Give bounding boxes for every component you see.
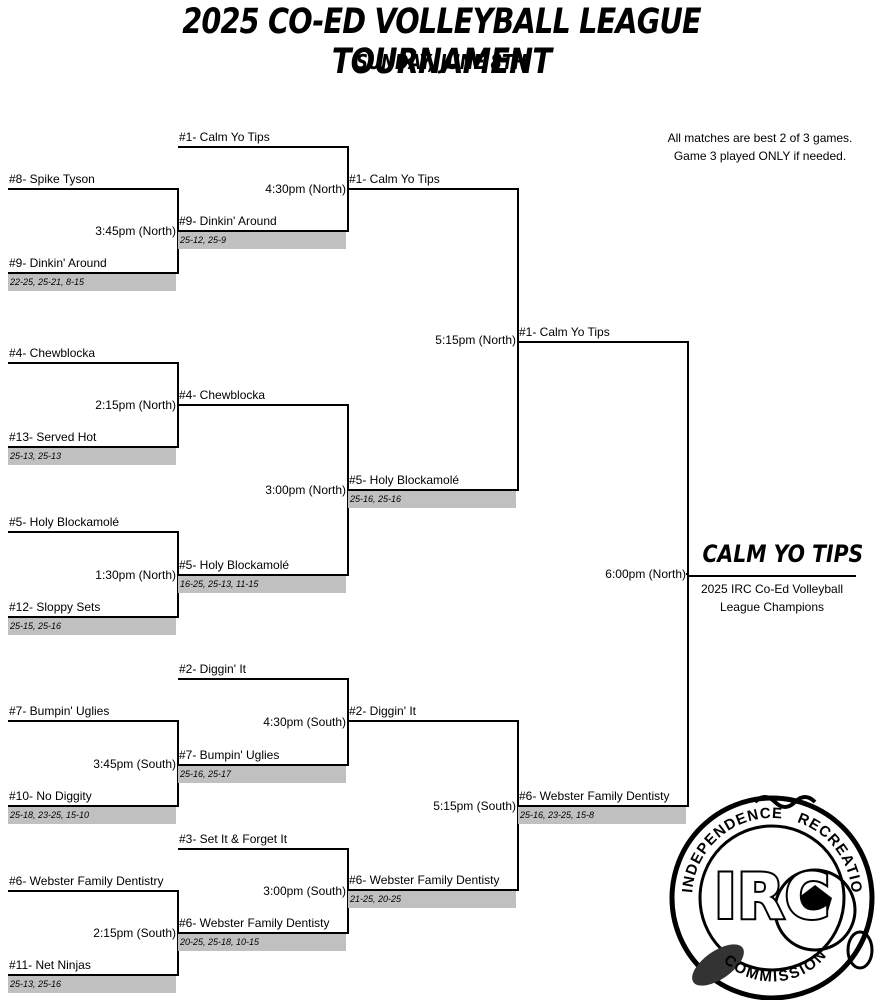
champion-name: CALM YO TIPS	[702, 540, 864, 568]
r1-match-2-bottom-line	[8, 446, 178, 448]
r3-match-1-connector	[517, 188, 519, 491]
r2-match-4-bottom-team: #6- Webster Family Dentisty	[179, 916, 330, 930]
r1-match-5-top-team: #6- Webster Family Dentistry	[9, 874, 164, 888]
final-match-connector	[687, 341, 689, 807]
r2-match-4-score: 20-25, 25-18, 10-15	[178, 934, 346, 951]
r3-match-1-top-team: #1- Calm Yo Tips	[349, 172, 440, 186]
r1-match-1-time: 3:45pm (North)	[95, 224, 176, 238]
final-match-top-line	[518, 341, 688, 343]
r2-match-2-bottom-line	[178, 574, 348, 576]
r1-match-2-score: 25-13, 25-13	[8, 448, 176, 465]
final-match-score: 25-16, 23-25, 15-8	[518, 807, 686, 824]
r2-match-2-bottom-team: #5- Holy Blockamolé	[179, 558, 290, 572]
r2-match-3-time: 4:30pm (South)	[263, 715, 346, 729]
logo-text-center: IRC	[714, 860, 830, 933]
champion-underline	[688, 575, 856, 577]
r1-match-4-bottom-line	[8, 805, 178, 807]
r1-match-3-top-line	[8, 531, 178, 533]
r1-match-4-score: 25-18, 23-25, 15-10	[8, 807, 176, 824]
r1-match-4-time: 3:45pm (South)	[93, 756, 176, 771]
r2-match-2-time: 3:00pm (North)	[265, 483, 346, 497]
r1-match-2-bottom-team: #13- Served Hot	[9, 430, 97, 444]
r3-match-1-time: 5:15pm (North)	[435, 332, 516, 347]
r3-match-1-score: 25-16, 25-16	[348, 491, 516, 508]
r2-match-4-time: 3:00pm (South)	[263, 884, 346, 898]
r1-match-2-top-team: #4- Chewblocka	[9, 346, 96, 360]
r2-match-1-bottom-team: #9- Dinkin' Around	[179, 214, 277, 228]
r3-match-2-top-line	[348, 720, 518, 722]
champion-caption: 2025 IRC Co-Ed Volleyball League Champio…	[688, 580, 856, 616]
r1-match-3-bottom-line	[8, 616, 178, 618]
rules-note-line1: All matches are best 2 of 3 games.	[667, 131, 853, 145]
r2-match-4-top-team: #3- Set It & Forget It	[179, 832, 288, 846]
r1-match-2-time: 2:15pm (North)	[95, 398, 176, 412]
r1-match-4-bottom-team: #10- No Diggity	[9, 789, 92, 803]
final-match-bottom-line	[518, 805, 688, 807]
r1-match-5-score: 25-13, 25-16	[8, 976, 176, 993]
r1-match-3-top-team: #5- Holy Blockamolé	[9, 515, 120, 529]
r3-match-2-bottom-line	[348, 889, 518, 891]
r2-match-3-bottom-line	[178, 764, 348, 766]
r3-match-1-bottom-line	[348, 489, 518, 491]
r2-match-1-score: 25-12, 25-9	[178, 232, 346, 249]
r2-match-2-score: 16-25, 25-13, 11-15	[178, 576, 346, 593]
r2-match-3-top-line	[178, 678, 348, 680]
final-match-time: 6:00pm (North)	[605, 567, 686, 581]
r1-match-3-score: 25-15, 25-16	[8, 618, 176, 635]
champion-caption-line1: 2025 IRC Co-Ed Volleyball	[700, 582, 844, 596]
final-to-champion-line	[686, 573, 688, 575]
r3-match-2-time: 5:15pm (South)	[433, 798, 516, 813]
r1-match-1-top-team: #8- Spike Tyson	[9, 172, 95, 186]
r3-match-2-score: 21-25, 20-25	[348, 891, 516, 908]
r1-match-1-bottom-line	[8, 272, 178, 274]
r3-match-1-bottom-team: #5- Holy Blockamolé	[349, 473, 460, 487]
rules-note: All matches are best 2 of 3 games. Game …	[640, 129, 880, 165]
r2-match-3-connector	[347, 678, 349, 766]
r1-match-3-bottom-team: #12- Sloppy Sets	[9, 600, 101, 614]
r1-match-3-time: 1:30pm (North)	[95, 567, 176, 582]
champion-caption-line2: League Champions	[719, 600, 825, 614]
final-match-bottom-team: #6- Webster Family Dentisty	[519, 789, 670, 803]
r2-match-3-top-team: #2- Diggin' It	[179, 662, 246, 676]
final-match-top-team: #1- Calm Yo Tips	[519, 325, 610, 339]
r1-match-5-top-line	[8, 890, 178, 892]
r1-match-4-connector	[177, 720, 179, 807]
r2-match-1-top-line	[178, 146, 348, 148]
irc-sports-logo-icon: INDEPENDENCE RECREATION IRC COMMISSION	[660, 780, 875, 1000]
page-subtitle: SUNDAY, JUNE 8TH	[356, 50, 527, 74]
rules-note-line2: Game 3 played ONLY if needed.	[673, 149, 847, 163]
r1-match-4-top-team: #7- Bumpin' Uglies	[9, 704, 110, 718]
r1-match-1-score: 22-25, 25-21, 8-15	[8, 274, 176, 291]
r1-match-5-bottom-team: #11- Net Ninjas	[9, 958, 91, 972]
r2-match-4-bottom-line	[178, 932, 348, 934]
r3-match-1-top-line	[348, 188, 518, 190]
r2-match-3-bottom-team: #7- Bumpin' Uglies	[179, 748, 280, 762]
r1-match-4-top-line	[8, 720, 178, 722]
r2-match-4-top-line	[178, 848, 348, 850]
r1-match-2-top-line	[8, 362, 178, 364]
r2-match-1-top-team: #1- Calm Yo Tips	[179, 130, 270, 144]
r2-match-2-top-line	[178, 404, 348, 406]
r2-match-2-top-team: #4- Chewblocka	[179, 388, 266, 402]
r2-match-3-score: 25-16, 25-17	[178, 766, 346, 783]
page-title: 2025 CO-ED VOLLEYBALL LEAGUE TOURNAMENT	[182, 2, 701, 82]
r2-match-1-bottom-line	[178, 230, 348, 232]
r2-match-1-time: 4:30pm (North)	[265, 182, 346, 196]
r3-match-2-top-team: #2- Diggin' It	[349, 704, 416, 718]
r1-match-1-top-line	[8, 188, 178, 190]
r1-match-5-bottom-line	[8, 974, 178, 976]
r1-match-5-time: 2:15pm (South)	[93, 926, 176, 940]
r3-match-2-bottom-team: #6- Webster Family Dentisty	[349, 873, 500, 887]
r1-match-1-bottom-team: #9- Dinkin' Around	[9, 256, 107, 270]
